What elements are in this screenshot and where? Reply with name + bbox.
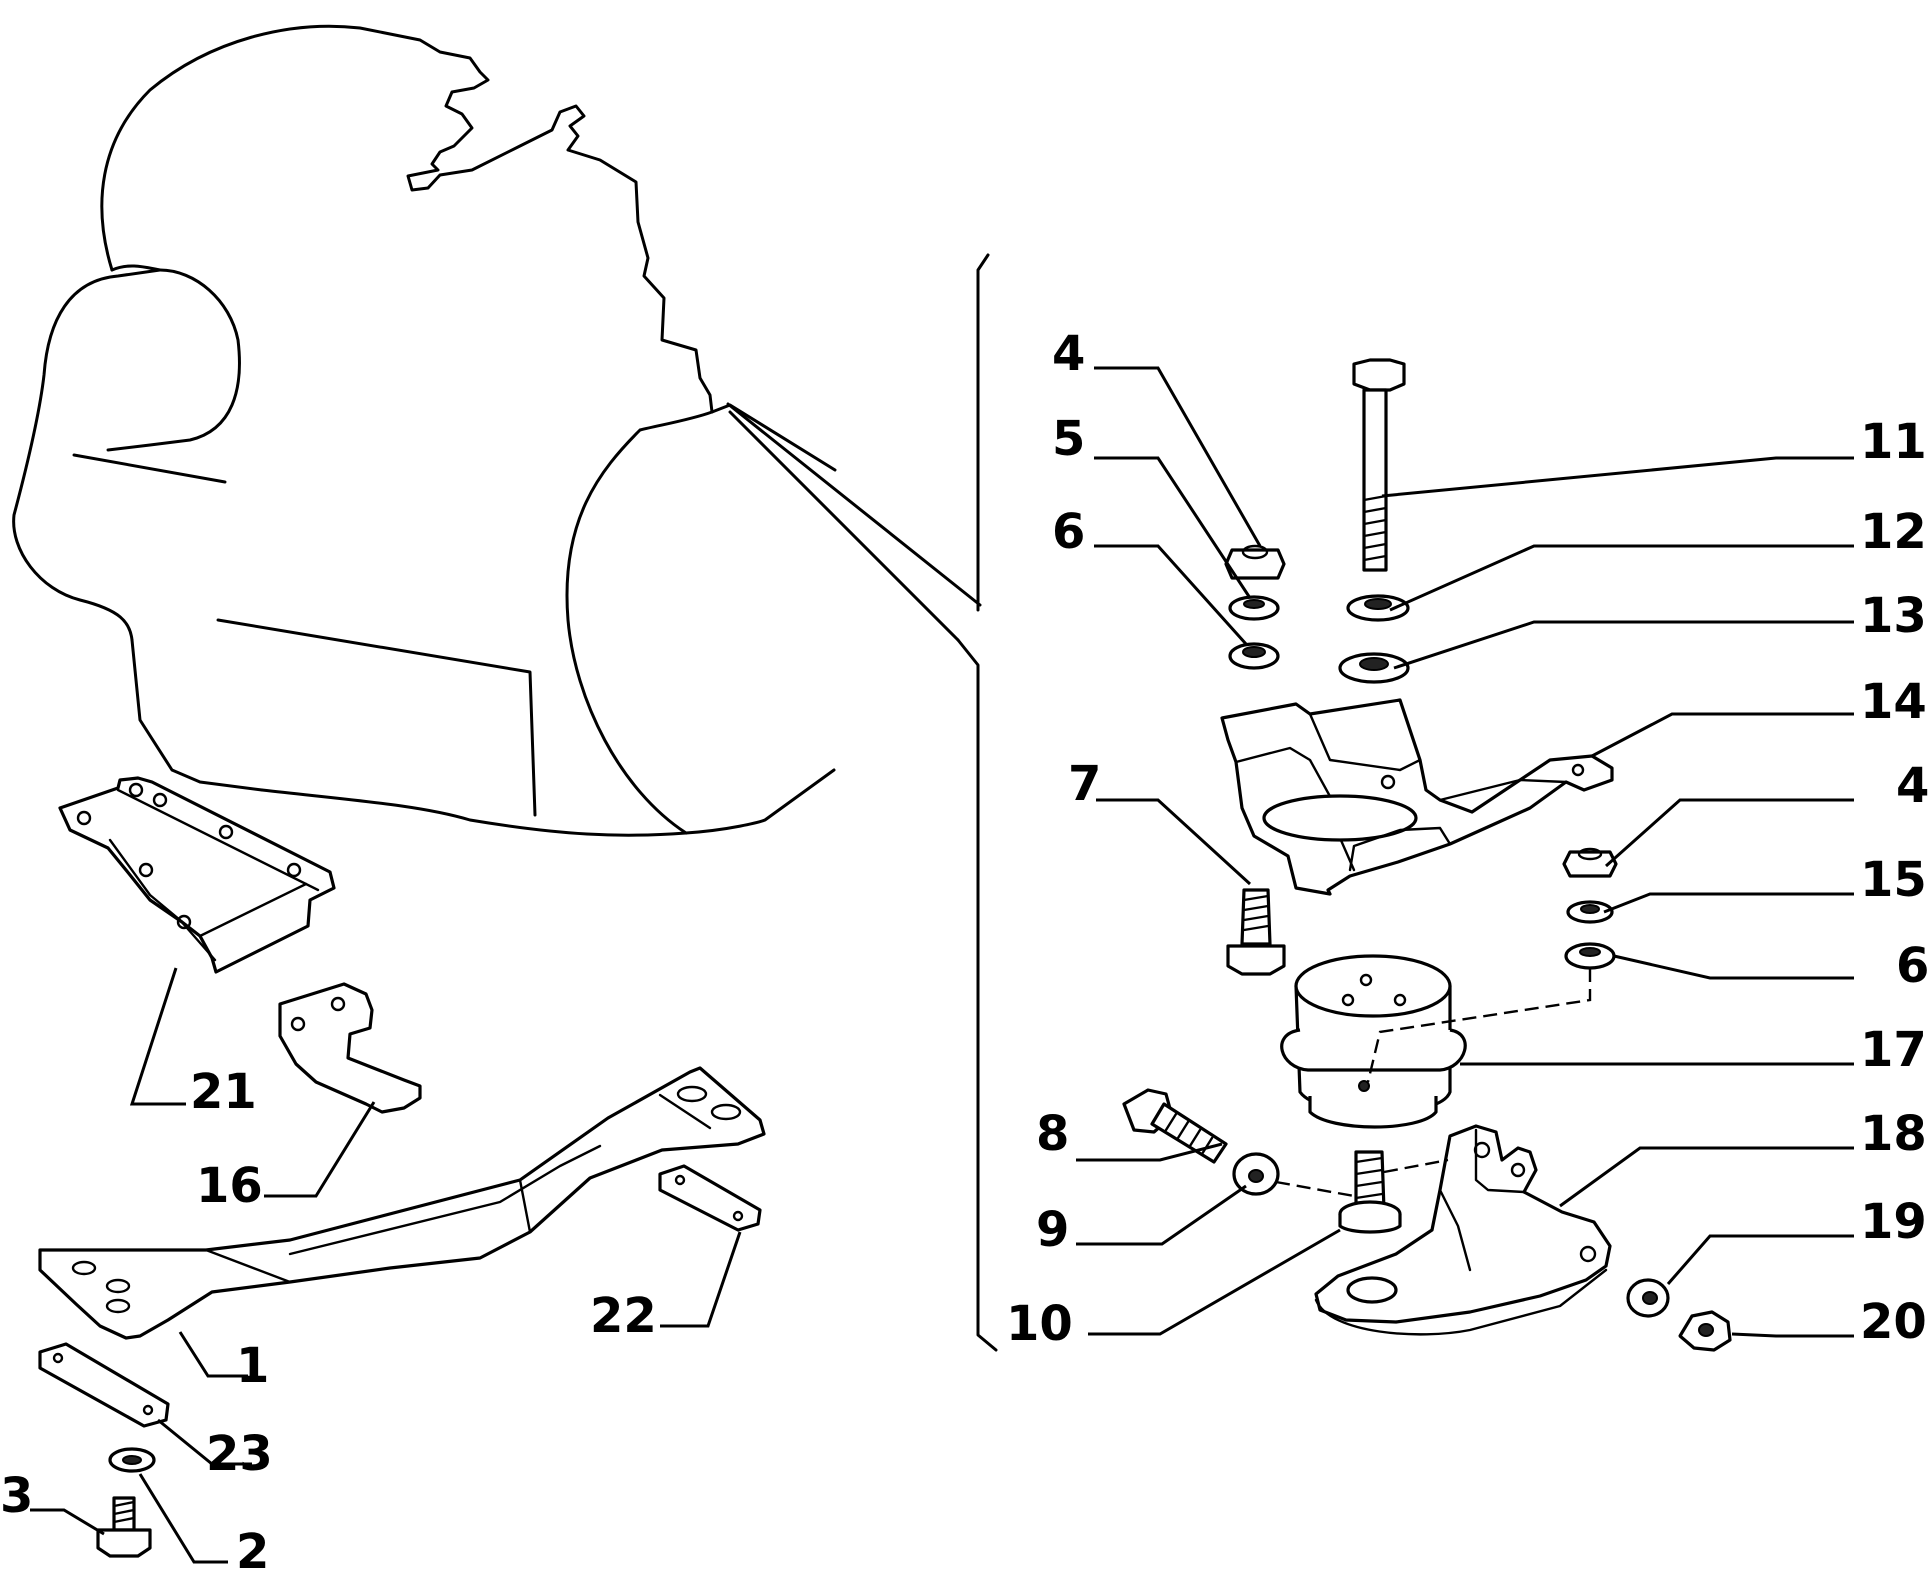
part-2-washer xyxy=(108,1447,156,1473)
callout-3: 3 xyxy=(0,1468,33,1524)
callout-9: 9 xyxy=(1036,1202,1069,1258)
part-5-lock-washer xyxy=(1228,595,1280,621)
callout-12: 12 xyxy=(1860,504,1927,560)
callout-20: 20 xyxy=(1860,1294,1927,1350)
part-17-rubber-mount xyxy=(1280,954,1467,1129)
callout-6-right: 6 xyxy=(1896,938,1929,994)
part-23-plate xyxy=(38,1342,170,1428)
callout-1: 1 xyxy=(236,1338,269,1394)
callout-7: 7 xyxy=(1068,756,1101,812)
part-3-bolt xyxy=(96,1496,152,1558)
part-10-stud xyxy=(1338,1150,1402,1234)
callout-19: 19 xyxy=(1860,1194,1927,1250)
part-4-nut-right xyxy=(1562,847,1618,878)
callout-5: 5 xyxy=(1052,411,1085,467)
separator-line xyxy=(956,253,998,1352)
leader-lines xyxy=(30,366,1854,1564)
callout-10: 10 xyxy=(1006,1296,1073,1352)
callout-13: 13 xyxy=(1860,588,1927,644)
callout-16: 16 xyxy=(196,1158,263,1214)
callout-8: 8 xyxy=(1036,1106,1069,1162)
part-15-lock-washer xyxy=(1566,900,1614,924)
callout-17: 17 xyxy=(1860,1022,1927,1078)
callout-11: 11 xyxy=(1860,414,1927,470)
part-6-washer-top xyxy=(1228,642,1280,670)
part-16-hook-bracket xyxy=(278,982,422,1114)
callout-23: 23 xyxy=(206,1426,273,1482)
part-14-mounting-bracket xyxy=(1220,698,1614,896)
alignment-dash-lines xyxy=(1275,968,1592,1198)
callout-18: 18 xyxy=(1860,1106,1927,1162)
callout-labels: 4 5 6 7 8 9 10 11 12 13 14 4 15 6 17 18 … xyxy=(0,326,1929,1573)
part-13-flat-washer xyxy=(1338,652,1410,684)
part-1-cross-member xyxy=(38,1066,766,1340)
part-8-bolt xyxy=(1122,1088,1228,1164)
callout-6-top: 6 xyxy=(1052,504,1085,560)
part-11-long-bolt xyxy=(1352,358,1406,572)
callout-4-right: 4 xyxy=(1896,758,1929,814)
callout-21: 21 xyxy=(190,1064,257,1120)
part-20-nut xyxy=(1678,1310,1732,1352)
callout-4-top: 4 xyxy=(1052,326,1085,382)
part-18-lower-bracket xyxy=(1314,1124,1612,1336)
part-6-washer-right xyxy=(1564,942,1616,970)
part-22-plate xyxy=(658,1164,762,1232)
callout-15: 15 xyxy=(1860,852,1927,908)
part-19-lock-washer xyxy=(1626,1278,1670,1318)
part-9-washer xyxy=(1232,1152,1280,1196)
part-21-support-bracket xyxy=(58,776,336,974)
engine-gearbox-outline xyxy=(12,24,982,837)
part-7-stud xyxy=(1226,888,1286,976)
callout-22: 22 xyxy=(590,1288,657,1344)
callout-14: 14 xyxy=(1860,674,1927,730)
callout-2: 2 xyxy=(236,1524,269,1573)
part-12-lock-washer xyxy=(1346,594,1410,622)
